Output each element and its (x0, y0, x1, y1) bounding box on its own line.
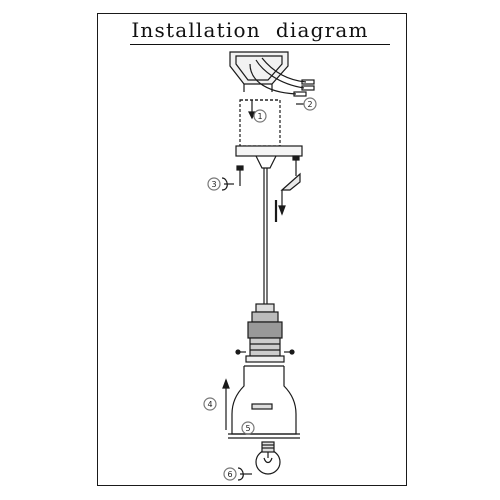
page-title: Installation diagram (131, 18, 369, 42)
step-marker-3: 3 (207, 177, 234, 191)
step-marker-4: 4 (203, 397, 217, 411)
lamp-socket (235, 303, 295, 363)
svg-text:5: 5 (245, 424, 250, 433)
light-bulb (255, 441, 281, 475)
step-marker-6: 6 (223, 467, 252, 481)
step-marker-2: 2 (296, 97, 317, 111)
step-marker-1: 1 (253, 109, 267, 123)
lamp-shade (222, 365, 300, 439)
svg-text:2: 2 (307, 100, 312, 109)
step-marker-5: 5 (241, 421, 255, 435)
canopy (235, 99, 303, 169)
svg-text:6: 6 (227, 470, 232, 479)
svg-text:1: 1 (257, 112, 262, 121)
supply-wires (249, 57, 315, 97)
title-underline (130, 44, 390, 45)
mounting-bracket (229, 51, 289, 92)
svg-text:3: 3 (211, 180, 216, 189)
svg-text:4: 4 (207, 400, 212, 409)
canopy-screws (236, 155, 301, 222)
